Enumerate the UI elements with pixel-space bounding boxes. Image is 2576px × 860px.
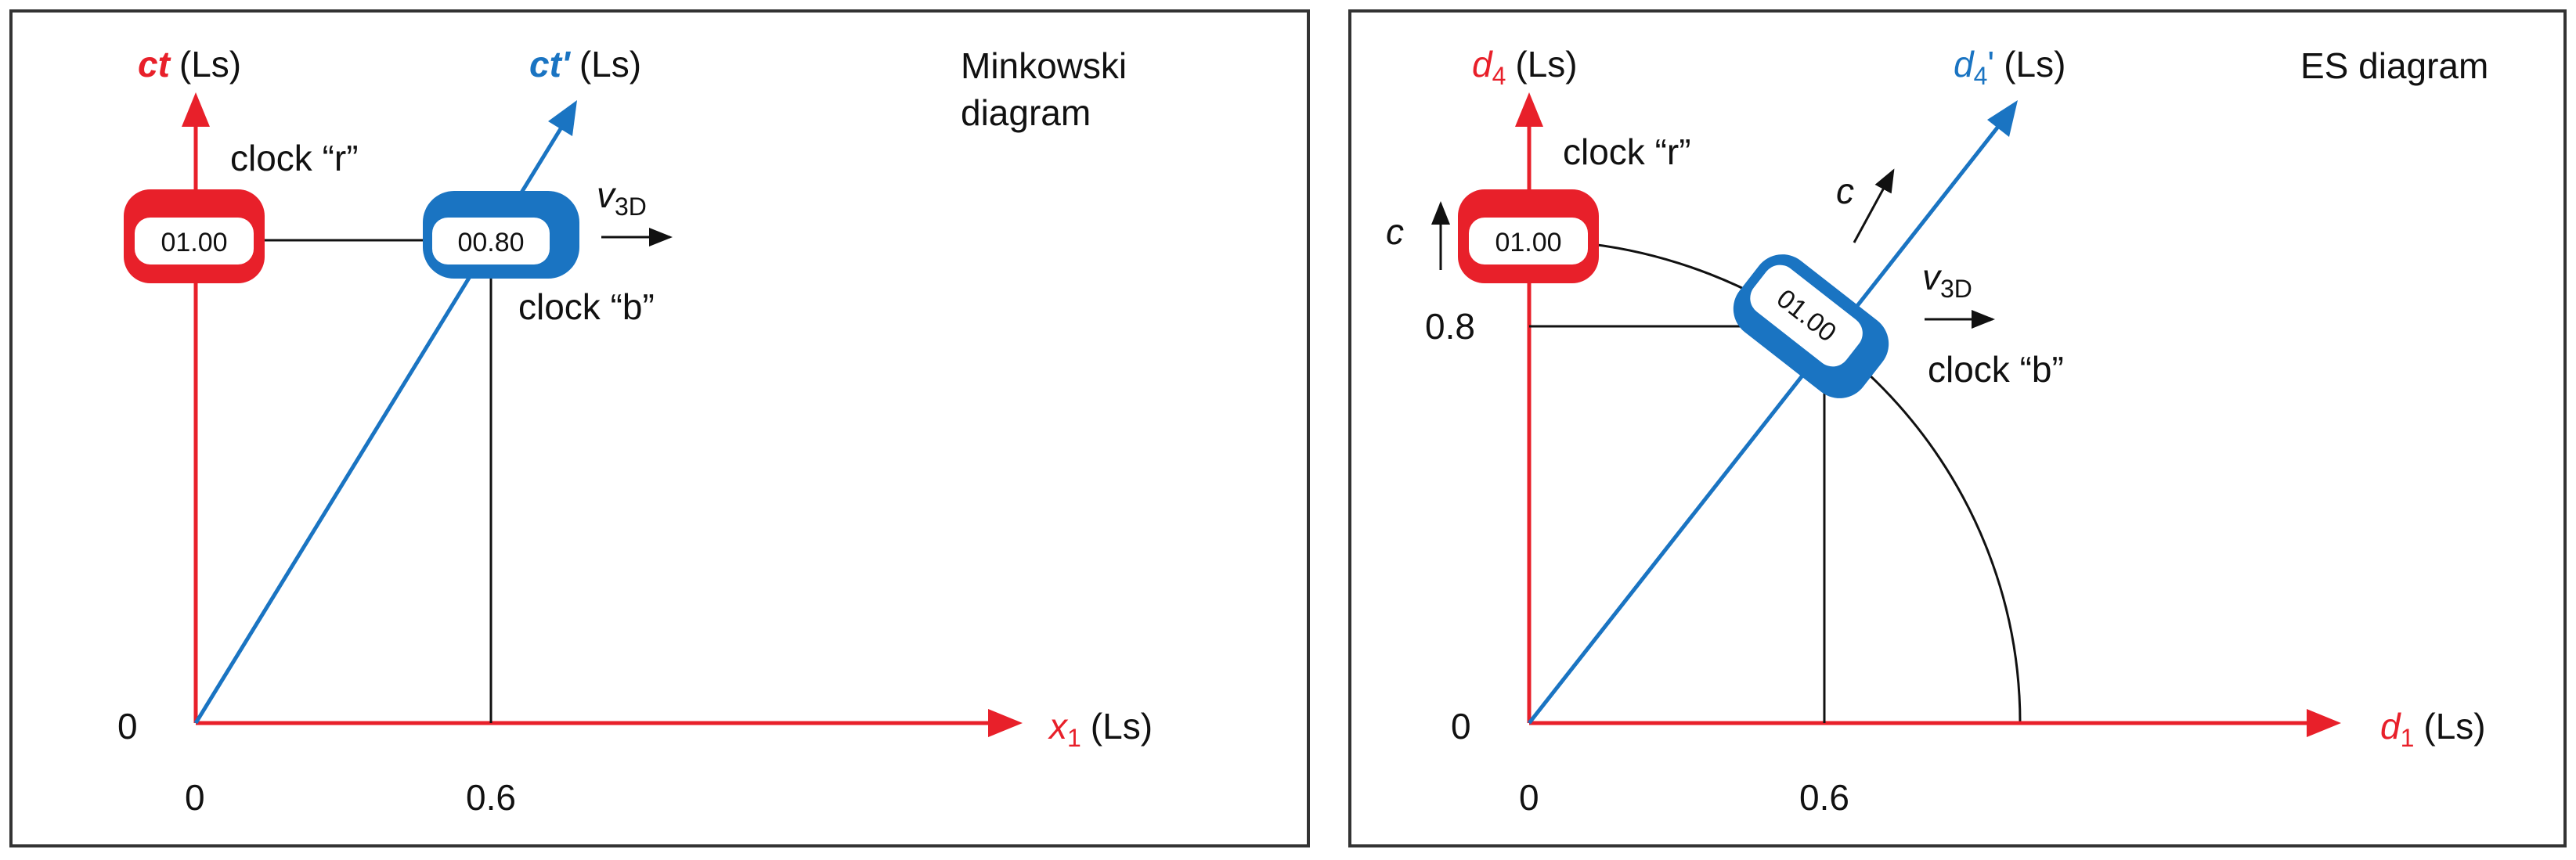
right-panel-frame xyxy=(1348,9,2567,847)
right-x-axis-label: d1(Ls) xyxy=(2380,706,2486,752)
right-y-tick-label: 0.8 xyxy=(1425,306,1475,347)
left-oblique-axis-arrowhead xyxy=(548,100,577,136)
left-oblique-axis-label: ct'(Ls) xyxy=(529,44,641,85)
right-c-label-left: c xyxy=(1386,211,1404,252)
right-clock-b: 01.00 xyxy=(1733,254,1889,398)
right-y-axis-arrowhead xyxy=(1515,92,1543,127)
right-quarter-circle xyxy=(1528,239,2022,724)
left-y-axis-arrowhead xyxy=(182,92,210,127)
right-velocity-label: v3D xyxy=(1922,257,1972,303)
right-oblique-axis-label: d4'(Ls) xyxy=(1954,44,2065,90)
right-c-arrow-oblique xyxy=(1853,168,1895,243)
left-clock-b-reading: 00.80 xyxy=(457,228,524,257)
left-clock-b-label: clock “b” xyxy=(518,286,655,327)
left-x-axis-arrowhead xyxy=(988,709,1023,737)
left-title-line2: diagram xyxy=(961,92,1091,133)
right-clock-r-reading: 01.00 xyxy=(1495,228,1561,257)
right-x-tick-label: 0.6 xyxy=(1799,777,1849,818)
right-origin-y-label: 0 xyxy=(1451,706,1471,747)
left-clock-r: 01.00 xyxy=(124,189,265,283)
right-origin-x-label: 0 xyxy=(1519,777,1539,818)
left-velocity-label: v3D xyxy=(597,175,647,221)
left-origin-y-label: 0 xyxy=(117,706,138,747)
left-x-axis-label: x1(Ls) xyxy=(1048,706,1153,752)
right-y-axis-label: d4(Ls) xyxy=(1472,44,1578,90)
left-title-line1: Minkowski xyxy=(961,45,1127,86)
right-oblique-axis-arrowhead xyxy=(1987,100,2018,137)
right-oblique-axis xyxy=(1528,122,2002,725)
left-clock-r-reading: 01.00 xyxy=(161,228,227,257)
minkowski-panel: Minkowski diagram 01.00 clock “r” 00.80 … xyxy=(9,9,1310,847)
left-x-tick-label: 0.6 xyxy=(466,777,516,818)
right-clock-r: 01.00 xyxy=(1458,189,1599,283)
right-clock-b-label: clock “b” xyxy=(1928,349,2064,390)
left-clock-b: 00.80 xyxy=(423,191,579,279)
left-origin-x-label: 0 xyxy=(185,777,205,818)
right-clock-r-label: clock “r” xyxy=(1563,131,1691,172)
left-clock-r-label: clock “r” xyxy=(230,138,359,178)
right-x-axis-arrowhead xyxy=(2307,709,2341,737)
right-c-label-oblique: c xyxy=(1836,171,1854,211)
left-panel-frame xyxy=(9,9,1310,847)
left-y-axis-label: ct(Ls) xyxy=(138,44,241,85)
es-panel: ES diagram 01.00 clock “r” c 01.00 c xyxy=(1348,9,2567,847)
right-title: ES diagram xyxy=(2300,45,2488,86)
